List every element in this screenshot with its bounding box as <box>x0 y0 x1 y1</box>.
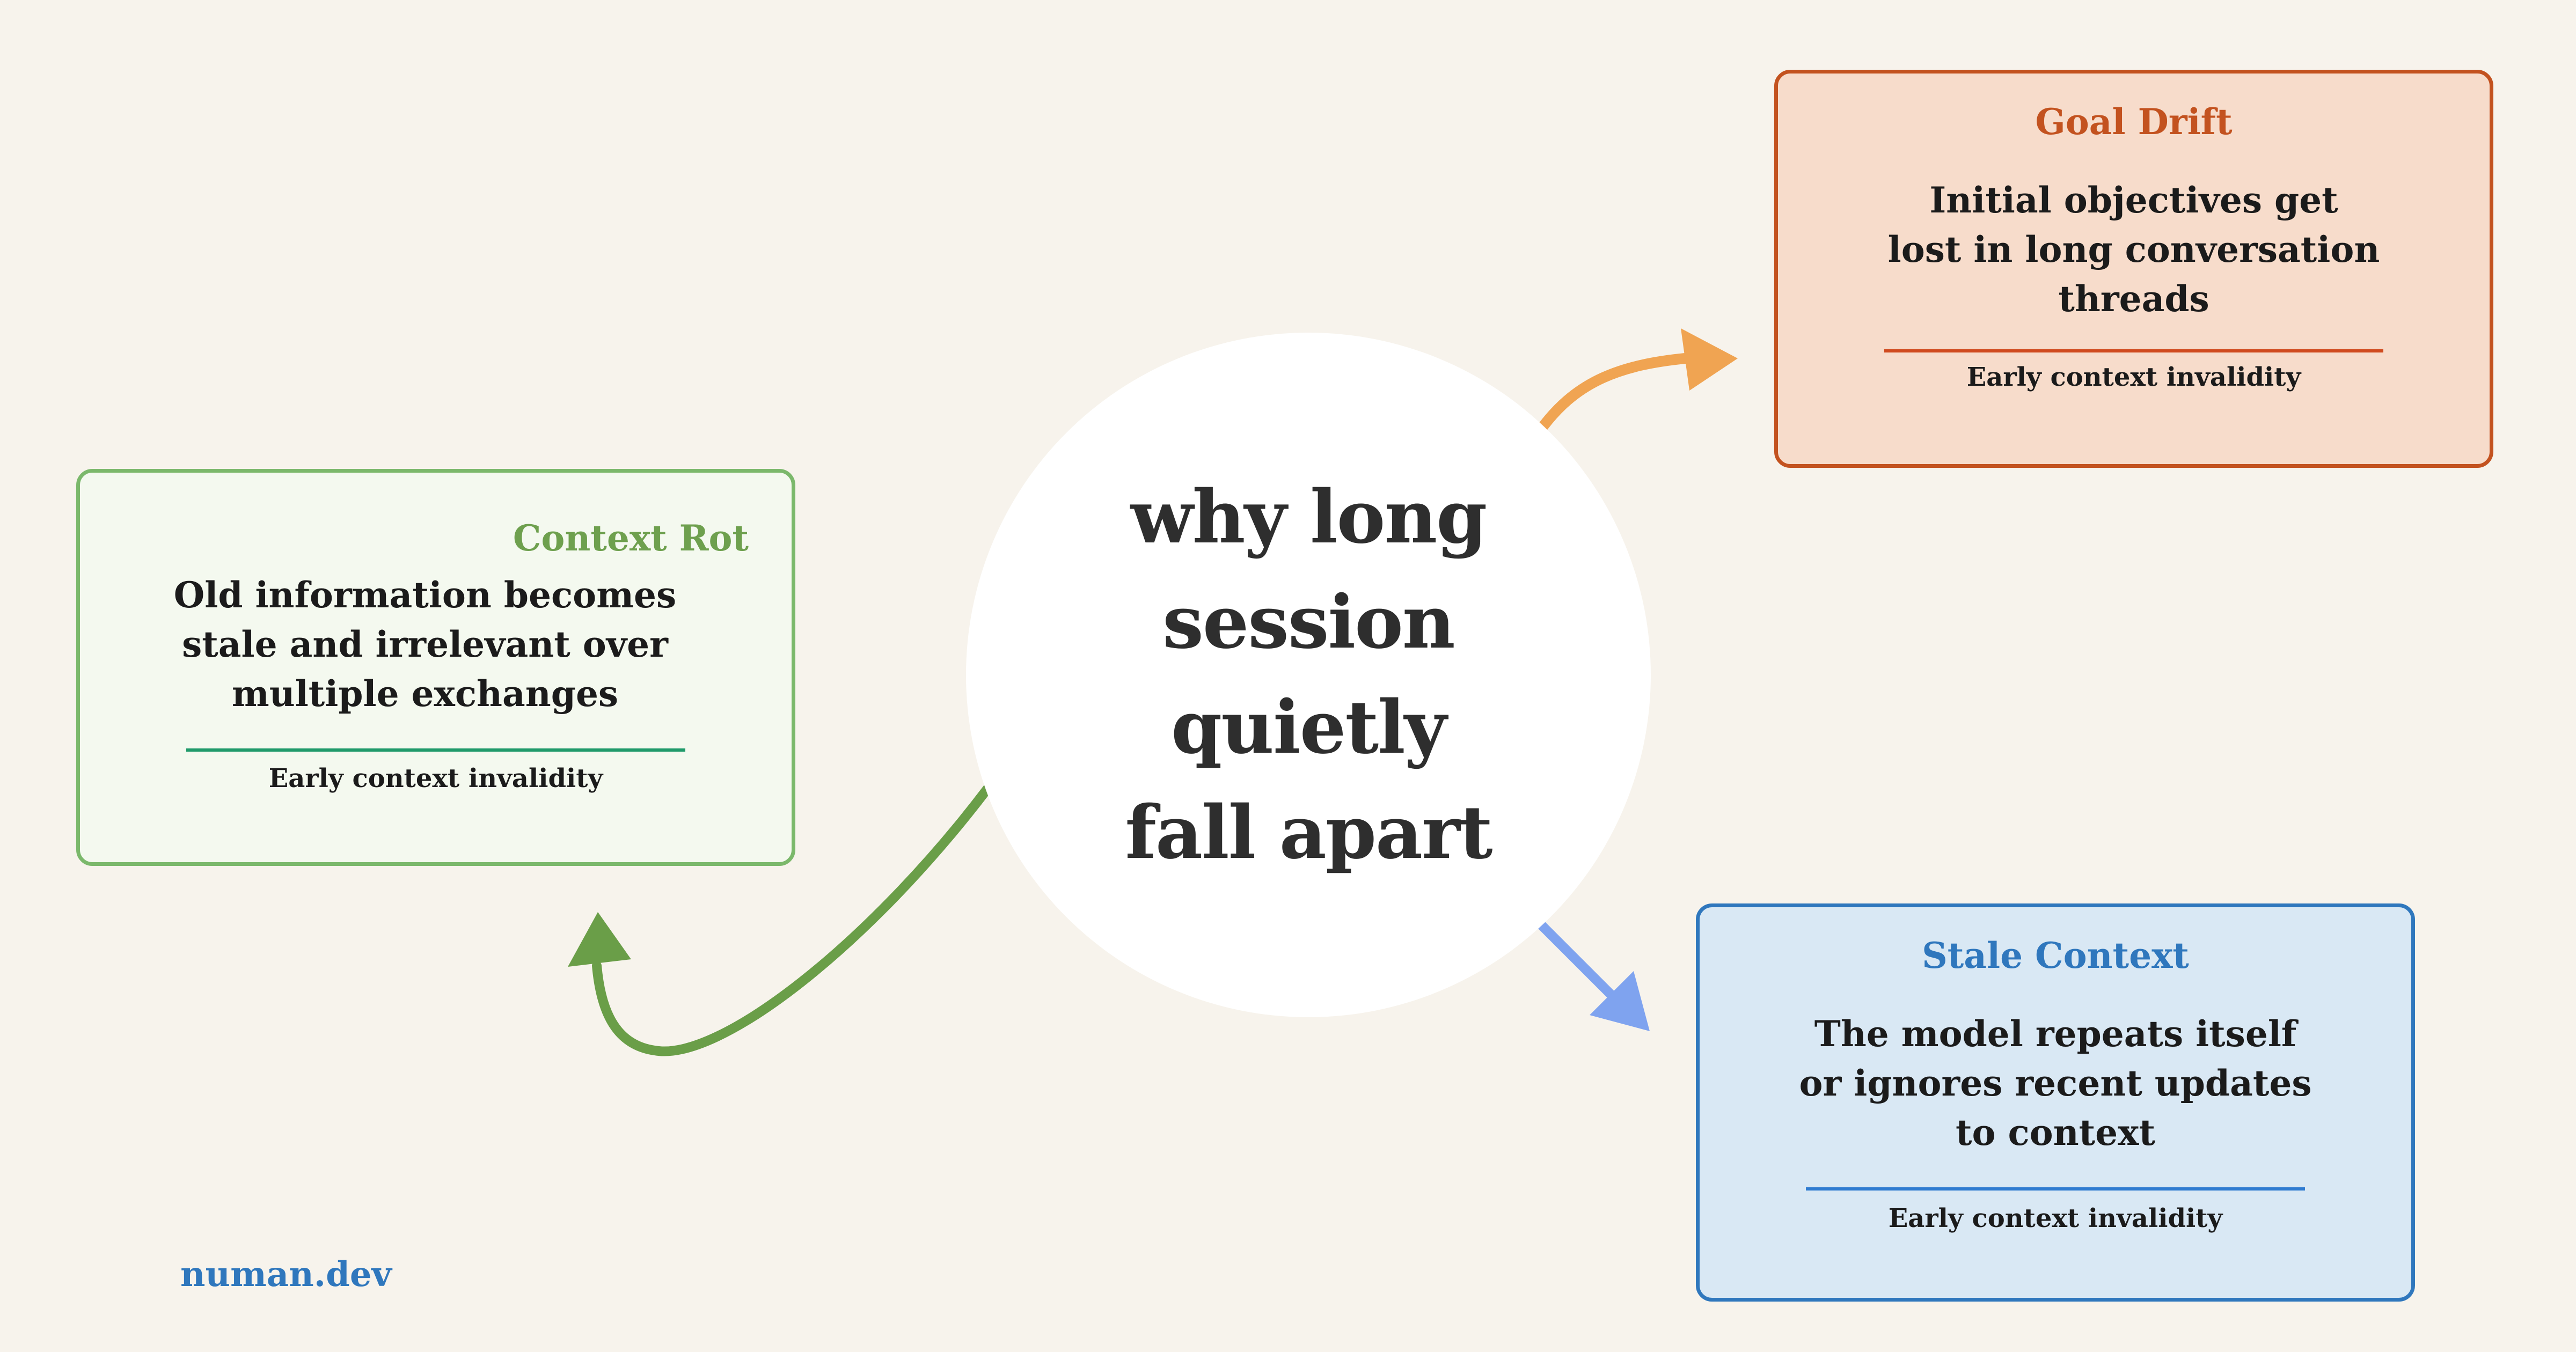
goal-drift-line: threads <box>2058 278 2209 320</box>
context-rot-line: multiple exchanges <box>231 673 619 715</box>
central-topic-title: why long session quietly fall apart <box>1013 465 1604 885</box>
central-topic-line: why long <box>1130 474 1488 560</box>
stale-context-footer: Early context invalidity <box>1888 1203 2223 1233</box>
arrow-to-goal-drift <box>1538 353 1690 431</box>
context-rot-line: Old information becomes <box>173 574 677 616</box>
central-topic-line: session quietly <box>1162 579 1455 770</box>
goal-drift-description: Initial objectives get lost in long conv… <box>1778 175 2490 324</box>
context-rot-divider <box>186 748 685 752</box>
arrow-to-goal-drift-head <box>1681 328 1738 391</box>
central-topic-line: fall apart <box>1125 790 1492 876</box>
stale-context-line: The model repeats itself <box>1814 1013 2297 1055</box>
context-rot-footer: Early context invalidity <box>268 763 603 793</box>
brand-link[interactable]: numan.dev <box>180 1254 392 1295</box>
context-rot-description: Old information becomes stale and irrele… <box>80 570 792 718</box>
goal-drift-card: Goal Drift Initial objectives get lost i… <box>1774 70 2493 468</box>
goal-drift-line: Initial objectives get <box>1929 179 2338 221</box>
stale-context-line: to context <box>1956 1112 2155 1153</box>
arrow-to-stale-context-head <box>1590 971 1650 1031</box>
goal-drift-title: Goal Drift <box>2035 101 2233 143</box>
stale-context-title: Stale Context <box>1922 935 2189 976</box>
stale-context-card: Stale Context The model repeats itself o… <box>1696 903 2415 1302</box>
context-rot-line: stale and irrelevant over <box>182 623 668 665</box>
stale-context-description: The model repeats itself or ignores rece… <box>1700 1009 2411 1157</box>
stale-context-divider <box>1806 1187 2305 1191</box>
arrow-to-stale-context <box>1536 920 1620 1004</box>
goal-drift-footer: Early context invalidity <box>1966 362 2301 392</box>
goal-drift-line: lost in long conversation <box>1887 229 2380 270</box>
central-topic-circle: why long session quietly fall apart <box>966 333 1651 1017</box>
goal-drift-divider <box>1884 349 2383 352</box>
stale-context-line: or ignores recent updates <box>1799 1062 2312 1104</box>
context-rot-title: Context Rot <box>513 517 749 559</box>
context-rot-card: Context Rot Old information becomes stal… <box>76 469 795 866</box>
arrow-to-context-rot-head <box>568 912 631 967</box>
arrow-to-context-rot <box>592 784 992 1056</box>
